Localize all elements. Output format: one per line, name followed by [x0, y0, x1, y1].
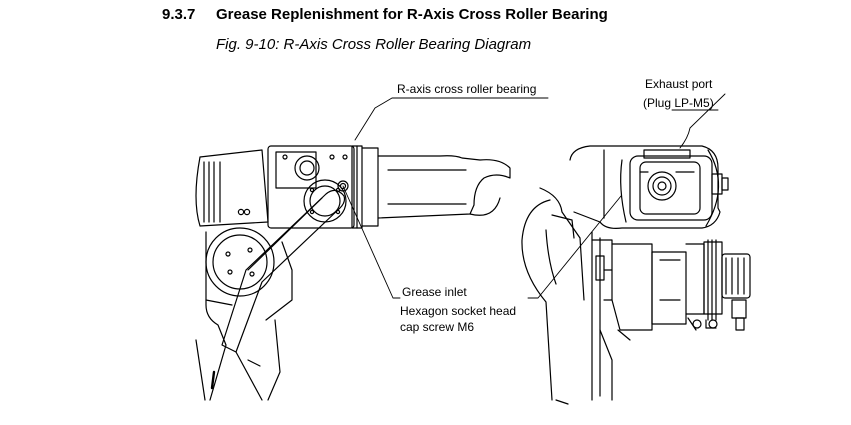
section-title: Grease Replenishment for R-Axis Cross Ro… [216, 6, 608, 23]
left-arm-view [196, 98, 548, 400]
section-heading: 9.3.7 Grease Replenishment for R-Axis Cro… [162, 6, 608, 23]
figure-caption: Fig. 9-10: R-Axis Cross Roller Bearing D… [216, 36, 532, 53]
grease-inlet-callout: Grease inlet [402, 285, 467, 299]
screw-callout-line2: cap screw M6 [400, 320, 475, 334]
section-number: 9.3.7 [162, 6, 196, 23]
exhaust-plug-callout: (Plug LP-M5) [643, 96, 714, 110]
screw-callout-line1: Hexagon socket head [400, 304, 517, 318]
right-arm-view [522, 94, 750, 404]
bearing-callout: R-axis cross roller bearing [397, 82, 537, 96]
exhaust-port-callout: Exhaust port [645, 77, 713, 91]
